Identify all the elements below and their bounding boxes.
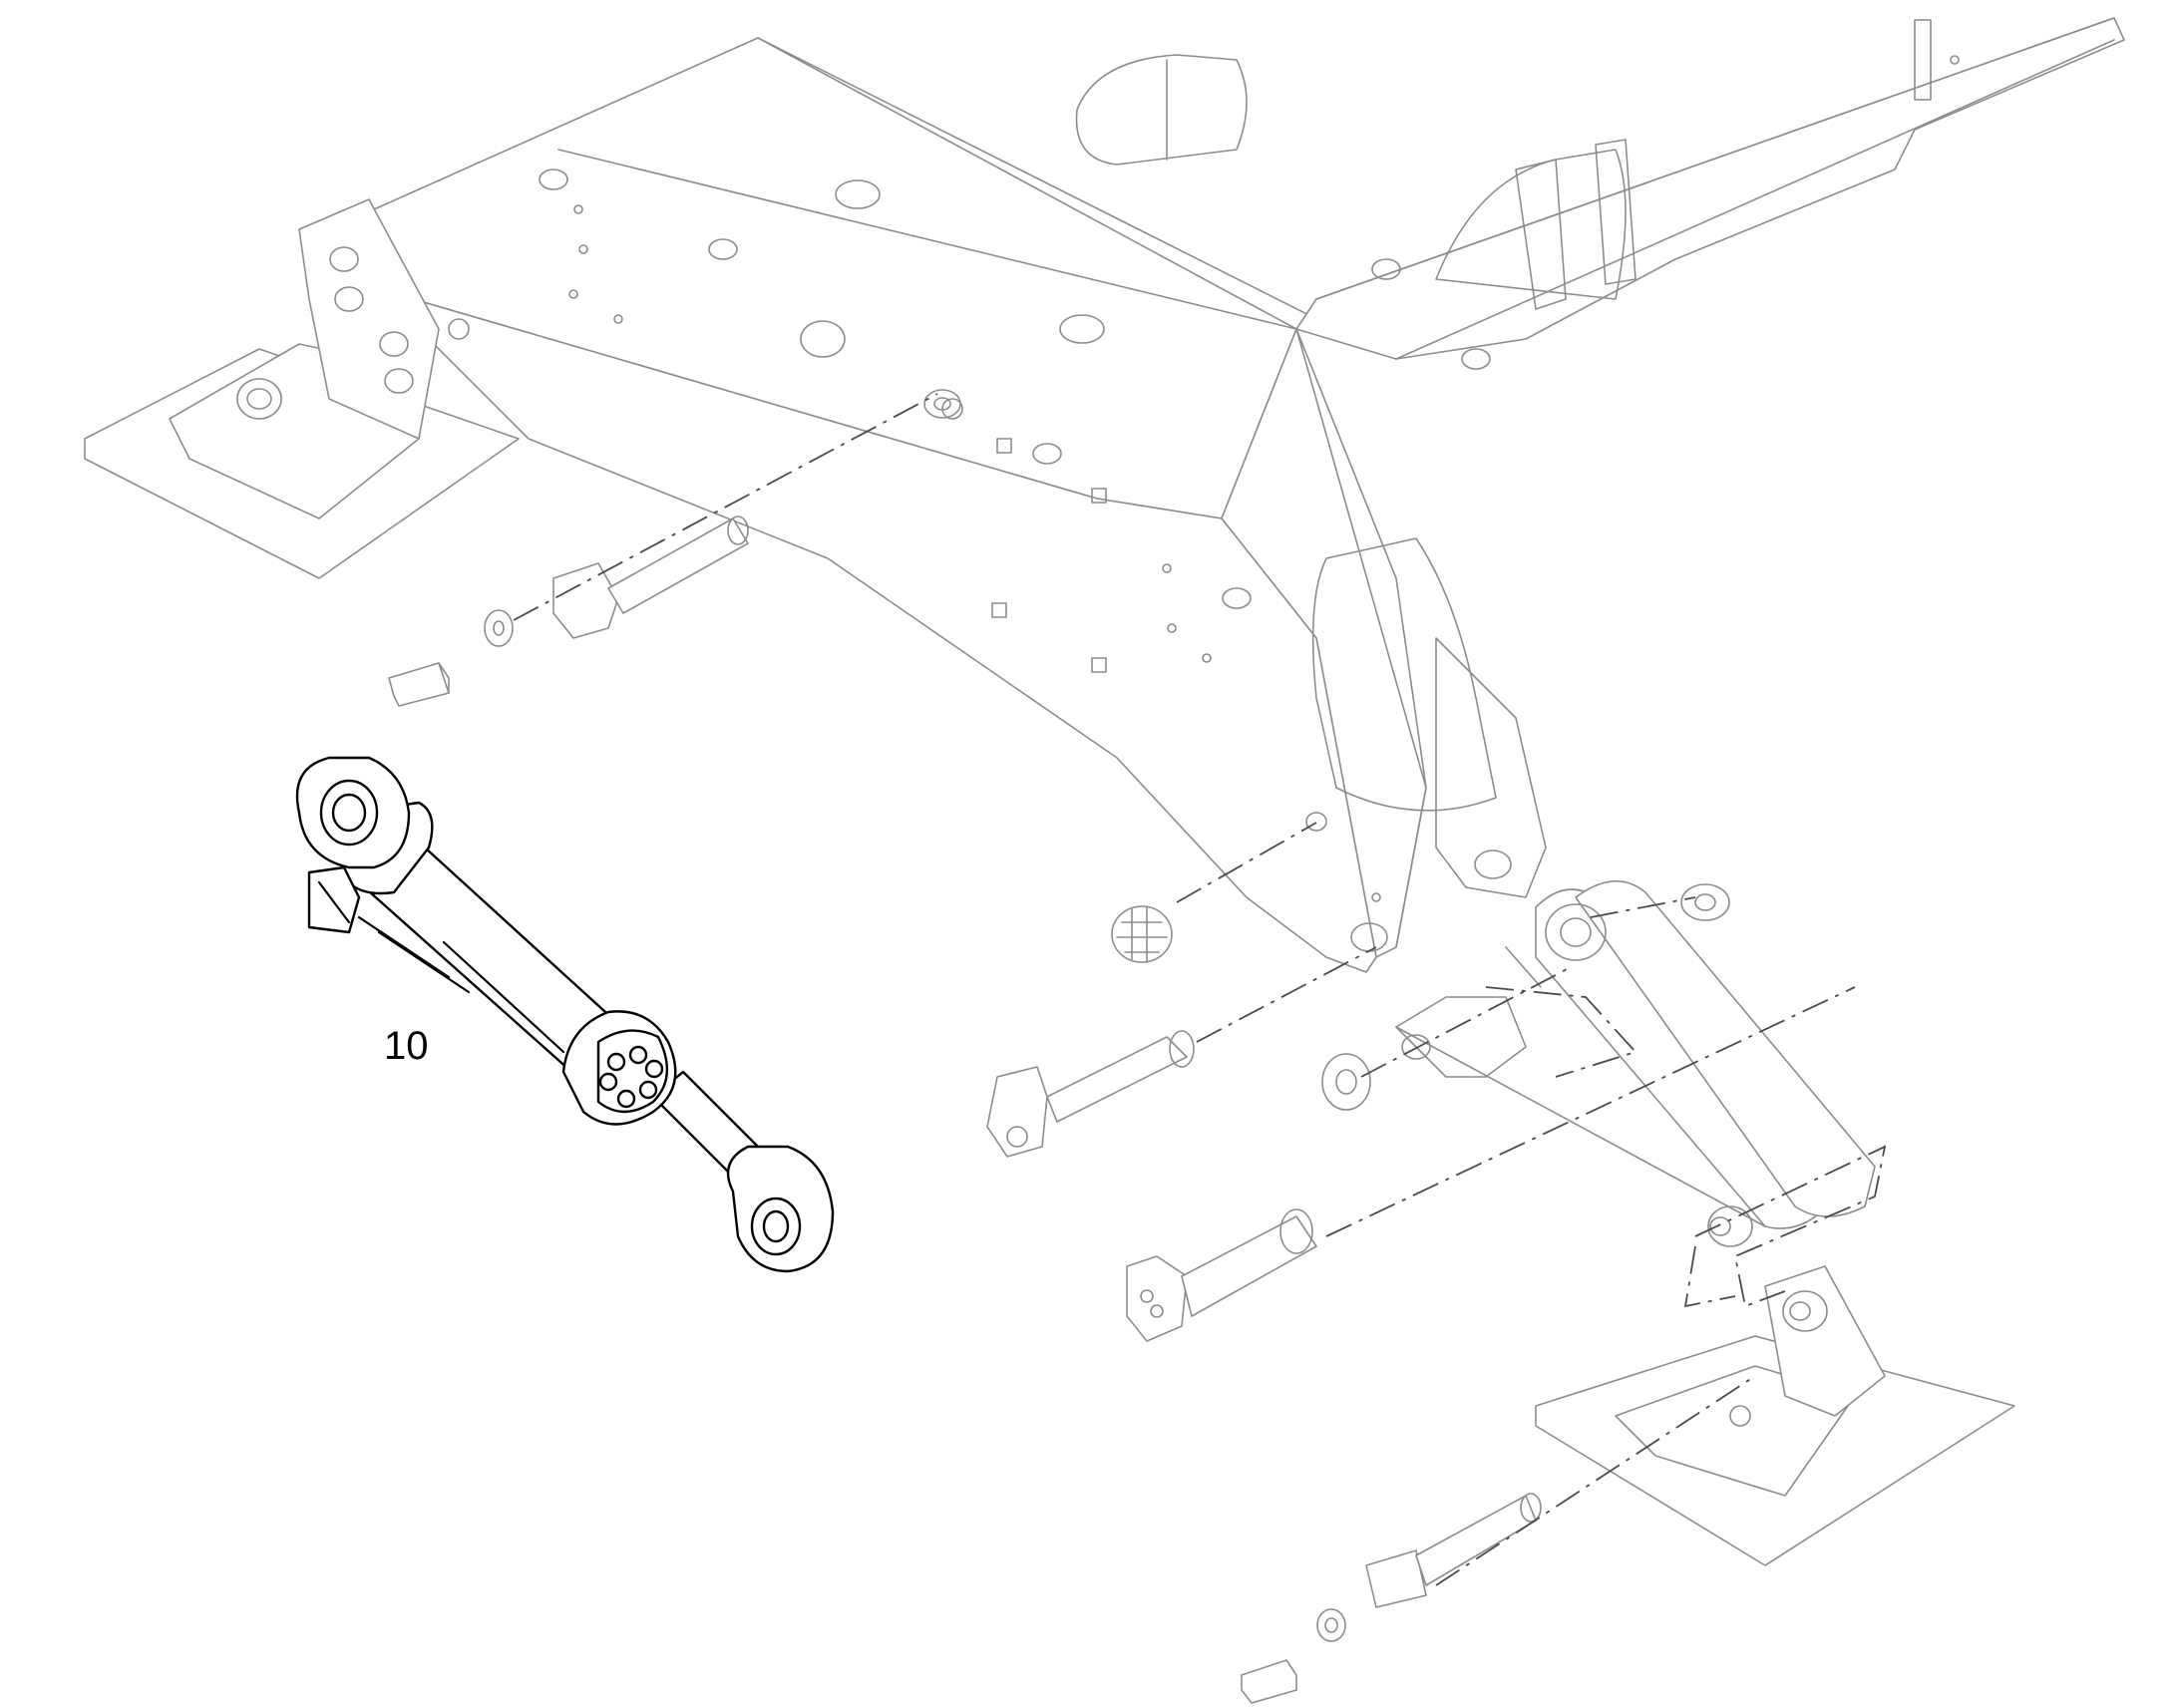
main-frame-beam <box>373 37 1547 973</box>
alignment-centerlines <box>513 393 1887 1586</box>
left-outrigger-pad <box>84 198 520 579</box>
upper-pin-assembly <box>388 515 749 707</box>
hydraulic-cylinder[interactable] <box>295 756 835 1273</box>
right-outrigger-pad <box>1241 1265 2015 1704</box>
upper-right-arm <box>1295 17 2125 370</box>
mount-bracket <box>307 865 361 934</box>
lower-linkage <box>986 879 1876 1342</box>
callout-label-10: 10 <box>384 1024 429 1068</box>
